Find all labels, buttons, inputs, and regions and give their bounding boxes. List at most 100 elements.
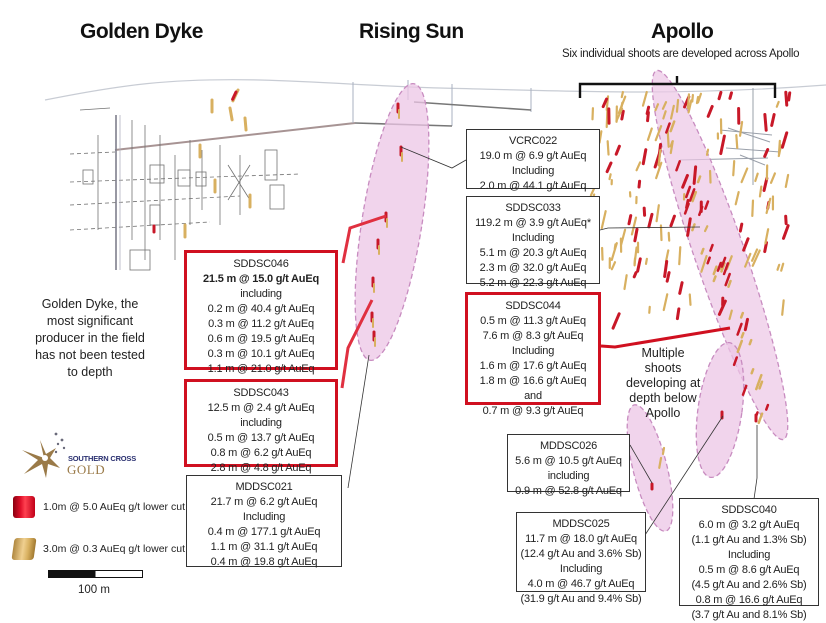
title-rising-sun: Rising Sun [359, 20, 464, 44]
high-grade-intercept [782, 133, 786, 147]
low-grade-intercept [657, 205, 659, 221]
topography-line [45, 80, 826, 100]
intercept-line: 0.4 m @ 19.8 g/t AuEq [189, 555, 339, 570]
intercept-line: 1.6 m @ 17.6 g/t AuEq [470, 359, 596, 374]
intercept-line: Including [469, 164, 597, 179]
intercept-line: 0.8 m @ 16.6 g/t AuEq [682, 593, 816, 608]
intercept-line: (31.9 g/t Au and 9.4% Sb) [519, 592, 643, 607]
high-grade-intercept [730, 93, 731, 99]
note-line: Apollo [626, 406, 700, 421]
high-grade-intercept [639, 181, 640, 187]
intercept-line: including [510, 469, 627, 484]
intercept-line: (1.1 g/t Au and 1.3% Sb) [682, 533, 816, 548]
drillhole-id: MDDSC025 [519, 517, 643, 532]
legend-item-low-grade: 3.0m @ 0.3 AuEq g/t lower cut [13, 538, 185, 560]
intercept-line: 0.3 m @ 11.2 g/t AuEq [189, 317, 333, 332]
scale-label: 100 m [78, 584, 110, 596]
high-grade-intercept [648, 113, 649, 121]
high-grade-swatch-icon [13, 496, 35, 518]
intercept-line: 0.3 m @ 10.1 g/t AuEq [189, 347, 333, 362]
low-grade-intercept [736, 135, 737, 148]
note-line: Golden Dyke, the [28, 296, 152, 313]
high-grade-intercept [766, 405, 768, 409]
note-line: most significant [28, 313, 152, 330]
high-grade-intercept [721, 136, 725, 153]
low-grade-intercept [692, 95, 693, 102]
title-apollo: Apollo [651, 20, 713, 44]
low-grade-intercept [741, 313, 743, 317]
high-grade-intercept [622, 111, 623, 119]
low-grade-intercept [612, 262, 615, 269]
intercept-line: (4.5 g/t Au and 2.6% Sb) [682, 578, 816, 593]
drillhole-id: SDDSC043 [189, 386, 333, 401]
high-grade-intercept [629, 216, 631, 224]
high-grade-intercept [694, 167, 695, 184]
high-grade-intercept [638, 259, 641, 271]
high-grade-intercept [708, 106, 712, 116]
low-grade-intercept [771, 173, 775, 182]
high-grade-intercept [719, 92, 721, 98]
low-grade-intercept [646, 259, 647, 264]
high-grade-intercept [680, 283, 682, 294]
low-grade-intercept [688, 94, 689, 108]
high-grade-intercept [772, 115, 774, 126]
low-grade-intercept [733, 161, 734, 175]
low-grade-swatch-icon [11, 538, 36, 560]
low-grade-intercept [648, 129, 652, 140]
low-grade-intercept [664, 294, 668, 310]
low-grade-intercept [622, 92, 623, 97]
low-grade-intercept [643, 92, 647, 106]
intercept-line: 0.9 m @ 52.8 g/t AuEq [510, 484, 627, 499]
low-grade-intercept [671, 141, 673, 146]
intercept-line: 21.5 m @ 15.0 g/t AuEq [189, 272, 333, 287]
southern-cross-gold-logo: SOUTHERN CROSS GOLD [20, 430, 140, 480]
low-grade-intercept [697, 97, 698, 103]
high-grade-intercept [665, 262, 667, 277]
intercept-line: 21.7 m @ 6.2 g/t AuEq [189, 495, 339, 510]
legend-item-high-grade: 1.0m @ 5.0 AuEq g/t lower cut [13, 496, 185, 518]
low-grade-intercept [742, 333, 744, 337]
leader-mddsc021 [348, 355, 369, 488]
intercept-line: 0.5 m @ 8.6 g/t AuEq [682, 563, 816, 578]
low-grade-intercept [230, 108, 232, 120]
legend-label: 1.0m @ 5.0 AuEq g/t lower cut [43, 501, 185, 513]
note-line: Multiple [626, 346, 700, 361]
golden-dyke-note: Golden Dyke, the most significant produc… [28, 296, 152, 381]
note-line: to depth [28, 364, 152, 381]
intercept-line: Including [519, 562, 643, 577]
low-grade-intercept [781, 264, 783, 271]
intercept-line: 5.2 m @ 22.3 g/t AuEq [469, 276, 597, 291]
intercept-line: 0.5 m @ 13.7 g/t AuEq [189, 431, 333, 446]
low-grade-intercept [777, 102, 779, 107]
intercept-line: 0.6 m @ 19.5 g/t AuEq [189, 332, 333, 347]
rising-sun-workings [353, 80, 531, 126]
high-grade-intercept [789, 93, 790, 100]
apollo-depth-note: Multiple shoots developing at depth belo… [626, 346, 700, 421]
intercept-line: 4.0 m @ 46.7 g/t AuEq [519, 577, 643, 592]
intercept-line: 0.7 m @ 9.3 g/t AuEq [470, 404, 596, 419]
low-grade-intercept [666, 250, 668, 261]
drillhole-id: MDDSC026 [510, 439, 627, 454]
intercept-line: 0.8 m @ 6.2 g/t AuEq [189, 446, 333, 461]
high-grade-intercept [786, 92, 787, 105]
low-grade-intercept [736, 192, 739, 204]
intercept-line: including [189, 416, 333, 431]
low-grade-intercept [750, 340, 751, 344]
drillhole-id: SDDSC046 [189, 257, 333, 272]
note-line: producer in the field [28, 330, 152, 347]
high-grade-intercept [671, 216, 674, 226]
intercept-line: including [189, 287, 333, 302]
high-grade-intercept [643, 150, 646, 164]
low-grade-intercept [677, 100, 678, 112]
intercept-line: 12.5 m @ 2.4 g/t AuEq [189, 401, 333, 416]
drillhole-id: SDDSC044 [470, 299, 596, 314]
low-grade-intercept [760, 187, 761, 197]
low-grade-intercept [602, 211, 606, 228]
low-grade-intercept [637, 162, 641, 170]
